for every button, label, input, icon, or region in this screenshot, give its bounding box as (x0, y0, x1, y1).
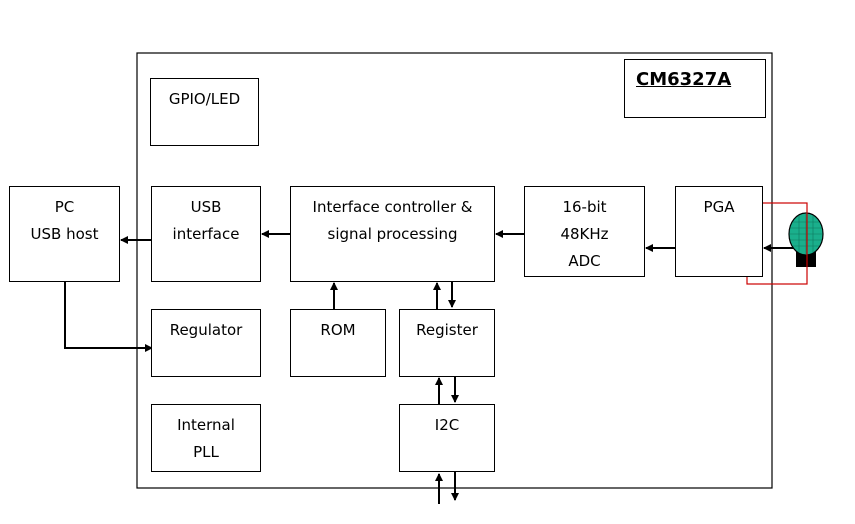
pc-label: PC (54, 198, 75, 216)
microphone-icon (788, 212, 824, 267)
usb-interface-block: USB interface (151, 186, 261, 282)
pga-label: PGA (703, 198, 735, 216)
adc-block: 16-bit 48KHz ADC (524, 186, 645, 277)
internal-label: Internal (177, 416, 235, 434)
chip-title-box (624, 59, 766, 118)
regulator-block: Regulator (151, 309, 261, 377)
register-block: Register (399, 309, 495, 377)
signal-processing-label: signal processing (327, 225, 458, 243)
interface-label: interface (172, 225, 240, 243)
pll-label: PLL (193, 443, 219, 461)
register-label: Register (416, 321, 478, 339)
usb-host-label: USB host (30, 225, 99, 243)
arrow-pc-to-regulator (64, 282, 153, 352)
adc-bits-label: 16-bit (562, 198, 607, 216)
internal-pll-block: Internal PLL (151, 404, 261, 472)
interface-controller-block: Interface controller & signal processing (290, 186, 495, 282)
rom-block: ROM (290, 309, 386, 377)
gpio-led-block: GPIO/LED (150, 78, 259, 146)
i2c-label: I2C (434, 416, 460, 434)
chip-title: CM6327A (636, 69, 732, 90)
usb-label: USB (190, 198, 222, 216)
rom-label: ROM (320, 321, 356, 339)
interface-controller-label: Interface controller & (312, 198, 473, 216)
pc-usb-host-block: PC USB host (9, 186, 120, 282)
adc-label: ADC (568, 252, 601, 270)
i2c-block: I2C (399, 404, 495, 472)
gpio-led-label: GPIO/LED (168, 90, 241, 108)
pga-block: PGA (675, 186, 763, 277)
regulator-label: Regulator (169, 321, 243, 339)
adc-rate-label: 48KHz (560, 225, 609, 243)
